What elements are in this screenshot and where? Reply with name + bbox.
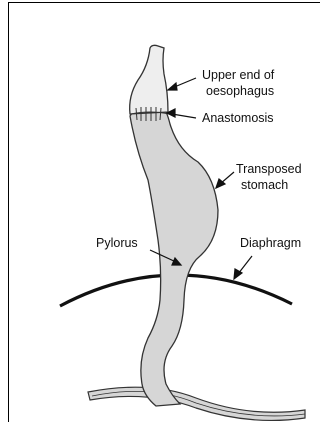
transposed-stomach (130, 111, 218, 406)
label-transposed-line1: Transposed (236, 162, 302, 177)
upper-oesophagus (130, 45, 168, 114)
label-upper-end-line1: Upper end of (202, 68, 274, 83)
label-anastomosis: Anastomosis (202, 111, 274, 126)
label-transposed-line2: stomach (241, 178, 288, 193)
label-pylorus: Pylorus (96, 236, 138, 251)
label-upper-end-line2: oesophagus (206, 84, 274, 99)
label-diaphragm: Diaphragm (240, 236, 301, 251)
